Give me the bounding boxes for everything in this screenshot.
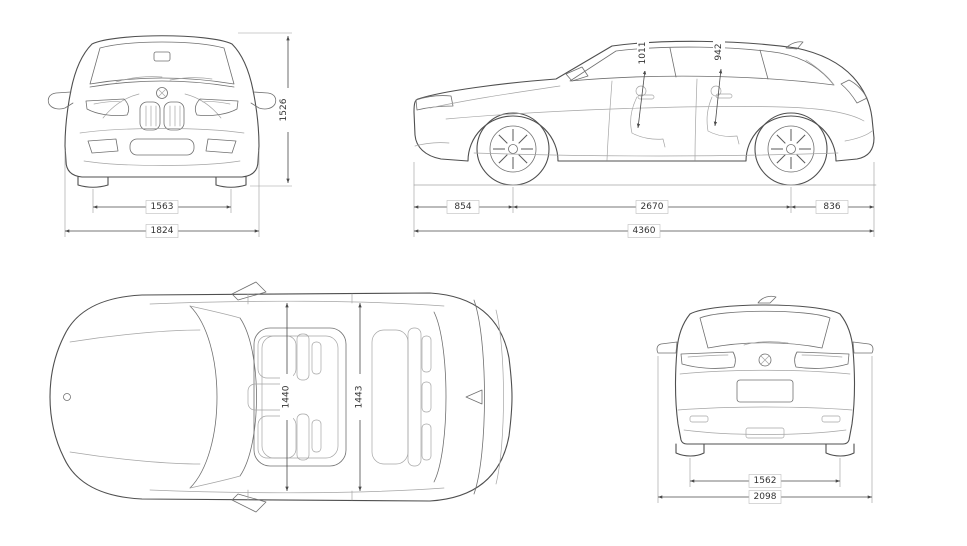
top-right-mirror-icon [231, 493, 267, 513]
dim-rear-overhang: 836 [823, 202, 840, 212]
side-mirror-icon [565, 66, 589, 82]
side-headlight-icon [415, 95, 454, 111]
bmw-roundel-icon [156, 87, 168, 99]
rear-seat-outline [706, 85, 740, 145]
sunroof-outline [253, 327, 347, 467]
shark-fin-antenna-icon [465, 389, 483, 405]
dim-rear-track-width: 1562 [754, 476, 777, 486]
rear-track-dimension: 1562 [689, 458, 841, 488]
right-taillight-icon [794, 351, 850, 369]
top-interior-width-front-dimension: 1440 [280, 303, 293, 491]
kidney-grille-right-icon [163, 101, 185, 131]
dim-front-overall-width: 1824 [151, 226, 174, 236]
front-view: 1526 1563 1824 [47, 32, 292, 238]
dim-front-track-width: 1563 [151, 202, 174, 212]
rear-car-drawing [656, 295, 874, 457]
rearview-mirror-icon [153, 51, 171, 62]
dim-front-overhang: 854 [454, 202, 471, 212]
side-bottom-dimensions: 854 2670 836 4360 [413, 162, 875, 238]
front-track-dimension: 1563 [92, 189, 232, 214]
rear-view: 1562 2098 [656, 295, 874, 504]
dim-wheelbase: 2670 [641, 202, 664, 212]
left-taillight-icon [680, 351, 736, 369]
front-height-dimension: 1526 [238, 32, 292, 187]
top-car-drawing [49, 281, 513, 513]
side-interior-height-rear-dimension: 942 [713, 35, 725, 127]
top-left-mirror-icon [231, 281, 267, 301]
right-mirror-icon [250, 91, 277, 110]
top-view: 1440 1443 [49, 281, 513, 513]
front-wheel-icon [477, 113, 549, 185]
license-plate-outline [736, 379, 794, 403]
left-mirror-icon [47, 91, 74, 110]
top-rear-bench [371, 327, 432, 467]
top-interior-width-rear-dimension: 1443 [353, 303, 366, 491]
dim-interior-width-front: 1440 [282, 385, 292, 408]
rear-right-mirror-icon [852, 341, 874, 354]
dim-overall-length: 4360 [633, 226, 656, 236]
front-width-dimension: 1824 [64, 150, 260, 238]
right-headlight-icon [194, 98, 239, 117]
rear-left-mirror-icon [656, 341, 678, 354]
dim-interior-height-rear: 942 [714, 43, 724, 60]
side-taillight-icon [840, 79, 868, 104]
roof-spoiler-icon [785, 41, 804, 50]
hood-roundel-icon [63, 393, 71, 401]
dim-interior-width-rear: 1443 [355, 386, 365, 409]
rear-width-mirrors-dimension: 2098 [657, 356, 873, 504]
rear-roundel-icon [758, 353, 772, 367]
side-interior-height-front-dimension: 1011 [636, 36, 649, 129]
dim-interior-height-front: 1011 [638, 42, 648, 65]
left-headlight-icon [85, 98, 130, 117]
front-car-drawing [47, 35, 277, 188]
rear-window-outline [699, 310, 831, 349]
dim-width-incl-mirrors: 2098 [754, 492, 777, 502]
side-view: 1011 942 854 2670 836 4360 [413, 35, 877, 238]
rear-wheel-icon [755, 113, 827, 185]
kidney-grille-left-icon [139, 101, 161, 131]
air-intake-icon [129, 138, 195, 156]
rear-antenna-icon [757, 295, 777, 304]
dim-front-overall-height: 1526 [279, 98, 289, 121]
